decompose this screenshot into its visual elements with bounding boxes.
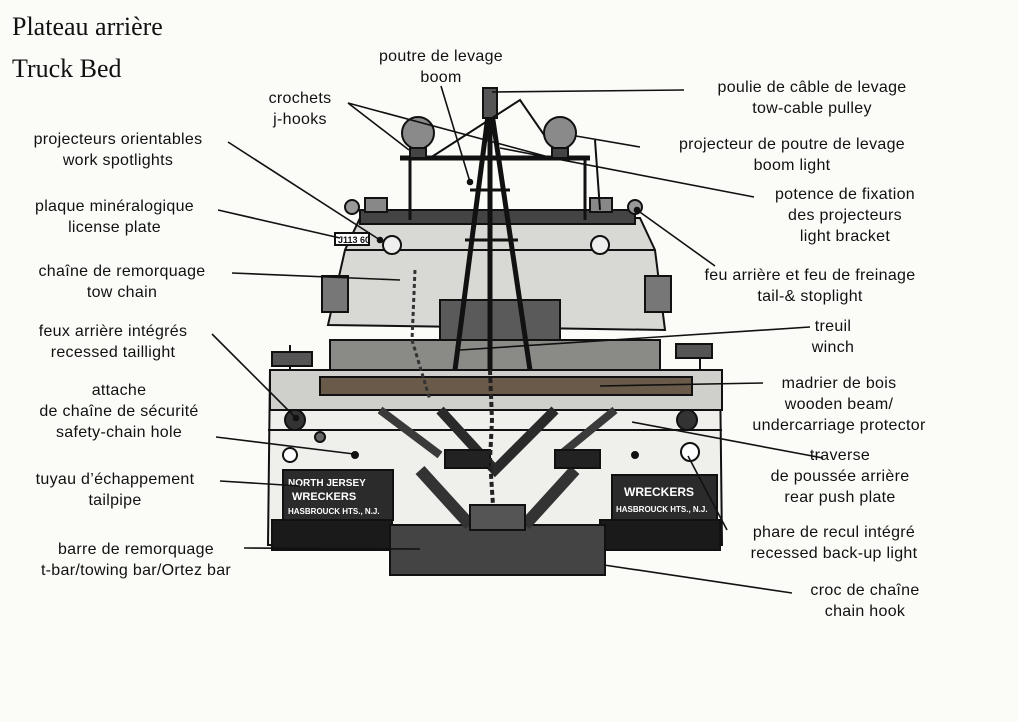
label-jhooks-fr: crochets: [268, 90, 332, 107]
label-tailpipe-en: tailpipe: [88, 492, 142, 509]
label-towbar-fr: barre de remorquage: [57, 541, 214, 558]
decal-right-panel: WRECKERS: [624, 485, 694, 499]
label-spotlights-en: work spotlights: [62, 152, 174, 169]
label-backup-fr: phare de recul intégré: [752, 524, 916, 541]
decal-left-top: NORTH JERSEY: [288, 478, 366, 489]
label-chainhook-en: chain hook: [824, 603, 906, 620]
label-boom: poutre de levage boom: [358, 46, 524, 88]
decal-plate: J113 60: [338, 235, 370, 245]
leader-boom-dot: [466, 178, 474, 186]
leader-towchain: [231, 272, 401, 281]
label-stoplight: feu arrière et feu de freinage tail-& st…: [666, 265, 954, 307]
label-plate-fr: plaque minéralogique: [35, 198, 194, 215]
label-jhooks: crochets j-hooks: [256, 88, 344, 130]
leader-taillight: [211, 333, 297, 419]
label-jhooks-en: j-hooks: [273, 111, 327, 128]
label-boomlight: projecteur de poutre de levage boom ligh…: [642, 134, 942, 176]
leader-beam: [599, 382, 764, 387]
label-beam-en1: wooden beam/: [784, 396, 894, 413]
leader-winch: [459, 326, 811, 351]
label-winch: treuil winch: [800, 316, 866, 358]
label-bracket-fr2: des projecteurs: [788, 207, 902, 224]
leader-pushplate: [631, 421, 824, 459]
decal-right-sub: HASBROUCK HTS., N.J.: [616, 505, 708, 514]
label-stoplight-fr: feu arrière et feu de freinage: [704, 267, 916, 284]
label-safetychain-fr1: attache: [91, 382, 147, 399]
label-boom-fr: poutre de levage: [378, 48, 503, 65]
label-safetychain: attache de chaîne de sécurité safety-cha…: [12, 380, 226, 443]
label-boomlight-fr: projecteur de poutre de levage: [678, 136, 906, 153]
label-boom-en: boom: [420, 69, 462, 86]
label-chainhook: croc de chaîne chain hook: [792, 580, 938, 622]
leader-tailpipe: [219, 480, 301, 487]
leader-boom: [440, 85, 471, 183]
label-tailpipe: tuyau d’échappement tailpipe: [12, 469, 218, 511]
label-stoplight-en: tail-& stoplight: [757, 288, 863, 305]
label-backup: phare de recul intégré recessed back-up …: [728, 522, 940, 564]
leader-jhooks-a: [347, 102, 410, 151]
truck-body: [266, 87, 724, 576]
label-winch-en: winch: [811, 339, 855, 356]
title-french: Plateau arrière: [12, 12, 163, 41]
title-english: Truck Bed: [12, 54, 122, 83]
label-pushplate-en: rear push plate: [784, 489, 896, 506]
leader-safetychain: [215, 436, 355, 455]
label-pulley: poulie de câble de levage tow-cable pull…: [686, 77, 938, 119]
label-taillight-fr: feux arrière intégrés: [38, 323, 188, 340]
label-chainhook-fr: croc de chaîne: [810, 582, 920, 599]
label-towchain-en: tow chain: [86, 284, 158, 301]
decal-left-panel: WRECKERS: [292, 491, 356, 503]
label-beam-fr: madrier de bois: [781, 375, 897, 392]
label-bracket: potence de fixation des projecteurs ligh…: [750, 184, 940, 247]
label-towbar-en: t-bar/towing bar/Ortez bar: [40, 562, 232, 579]
leader-towbar: [243, 547, 421, 550]
label-spotlights: projecteurs orientables work spotlights: [10, 129, 226, 171]
label-backup-en: recessed back-up light: [750, 545, 918, 562]
leader-lines: [211, 85, 824, 594]
label-plate-en: license plate: [68, 219, 161, 236]
leader-taillight-dot: [292, 414, 300, 422]
label-pushplate-fr2: de poussée arrière: [770, 468, 910, 485]
label-towbar: barre de remorquage t-bar/towing bar/Ort…: [10, 539, 262, 581]
label-beam: madrier de bois wooden beam/ undercarria…: [734, 373, 944, 436]
label-safetychain-en: safety-chain hole: [55, 424, 183, 441]
label-boomlight-en: boom light: [753, 157, 831, 174]
label-bracket-fr1: potence de fixation: [774, 186, 916, 203]
label-pushplate-fr1: traverse: [809, 447, 871, 464]
label-towchain-fr: chaîne de remorquage: [38, 263, 206, 280]
label-beam-en2: undercarriage protector: [752, 417, 926, 434]
leader-bracket: [499, 147, 755, 198]
leader-spotlights-dot: [376, 236, 384, 244]
label-pushplate: traverse de poussée arrière rear push pl…: [760, 445, 920, 508]
leader-backup: [687, 455, 728, 531]
label-towchain: chaîne de remorquage tow chain: [12, 261, 232, 303]
label-tailpipe-fr: tuyau d’échappement: [35, 471, 195, 488]
leader-boomlight: [575, 135, 641, 148]
label-spotlights-fr: projecteurs orientables: [33, 131, 203, 148]
leader-pulley: [491, 89, 685, 93]
leader-jhooks-b: [347, 102, 546, 157]
label-pulley-fr: poulie de câble de levage: [717, 79, 907, 96]
label-pulley-en: tow-cable pulley: [752, 100, 872, 117]
label-plate: plaque minéralogique license plate: [12, 196, 217, 238]
leader-stoplight-dot: [633, 206, 641, 214]
label-safetychain-fr2: de chaîne de sécurité: [39, 403, 199, 420]
leader-chainhook: [603, 564, 793, 594]
truck-decal-text: NORTH JERSEY WRECKERS HASBROUCK HTS., N.…: [288, 235, 708, 516]
label-winch-fr: treuil: [814, 318, 852, 335]
leader-spotlights: [227, 141, 381, 241]
decal-left-sub: HASBROUCK HTS., N.J.: [288, 507, 380, 516]
leader-plate: [217, 209, 341, 239]
leader-stoplight: [636, 209, 716, 267]
label-taillight-en: recessed taillight: [50, 344, 176, 361]
label-taillight: feux arrière intégrés recessed taillight: [12, 321, 214, 363]
label-bracket-en: light bracket: [799, 228, 891, 245]
